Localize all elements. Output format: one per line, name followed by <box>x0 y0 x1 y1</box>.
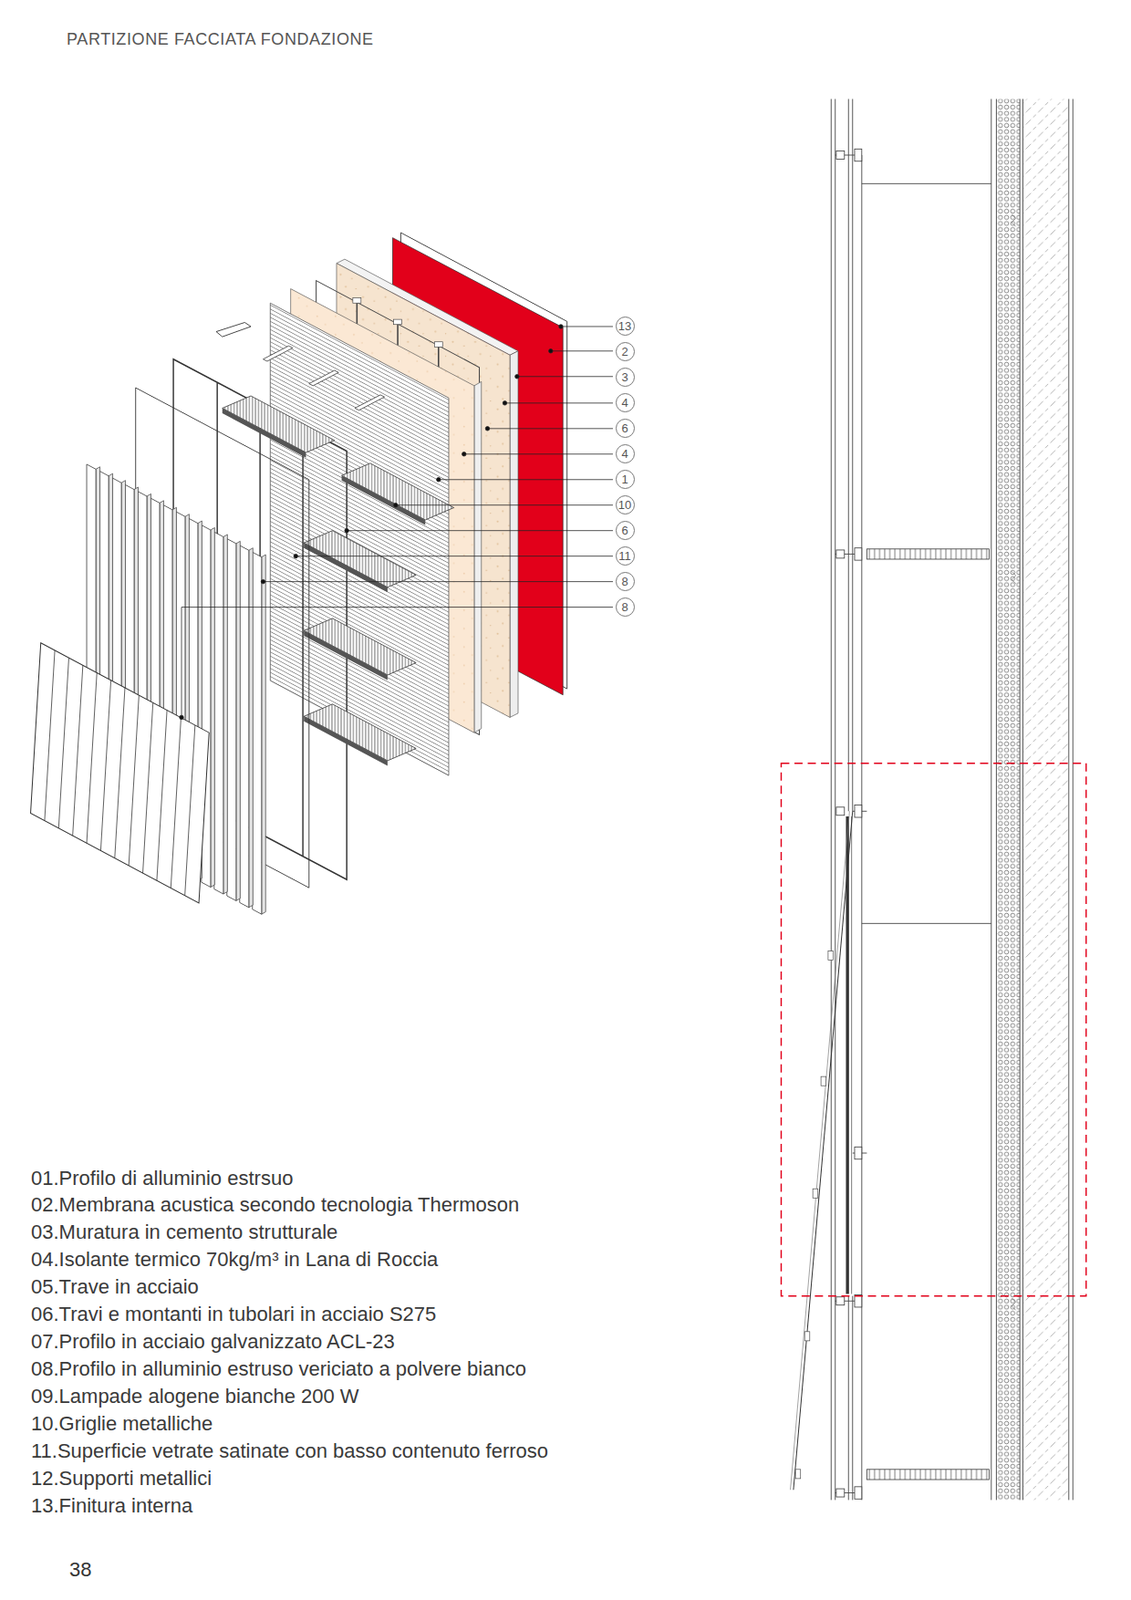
callout-number: 4 <box>615 444 635 464</box>
wall-section <box>780 99 1086 1501</box>
callout-number: 6 <box>615 418 635 438</box>
legend-item: 11.Superficie vetrate satinate con basso… <box>31 1438 549 1464</box>
legend-item: 02.Membrana acustica secondo tecnologia … <box>31 1192 519 1217</box>
legend-item: 03.Muratura in cemento strutturale <box>31 1219 338 1245</box>
legend-item: 08.Profilo in alluminio estruso vericiat… <box>31 1356 527 1381</box>
callout-number: 8 <box>615 597 635 617</box>
legend-item: 10.Griglie metalliche <box>31 1411 213 1436</box>
legend-item: 05.Trave in acciaio <box>31 1274 199 1299</box>
callout-number: 8 <box>615 571 635 592</box>
callout-number: 6 <box>615 520 635 540</box>
callout-number: 10 <box>615 495 635 515</box>
legend-item: 04.Isolante termico 70kg/m³ in Lana di R… <box>31 1246 438 1272</box>
legend-item: 12.Supporti metallici <box>31 1465 212 1491</box>
legend-item: 13.Finitura interna <box>31 1493 193 1518</box>
exploded-view <box>31 232 568 914</box>
page-title: PARTIZIONE FACCIATA FONDAZIONE <box>66 29 374 50</box>
callout-number: 3 <box>615 367 635 387</box>
callout-number: 1 <box>615 469 635 489</box>
legend-item: 09.Lampade alogene bianche 200 W <box>31 1383 360 1409</box>
callout-number: 11 <box>615 546 635 566</box>
callout-number: 13 <box>615 316 635 336</box>
leader-lines <box>179 324 613 720</box>
callout-number: 2 <box>615 342 635 362</box>
legend-item: 07.Profilo in acciaio galvanizzato ACL-2… <box>31 1328 395 1354</box>
callout-number: 4 <box>615 393 635 413</box>
legend-item: 01.Profilo di alluminio estrsuo <box>31 1165 293 1191</box>
legend-item: 06.Travi e montanti in tubolari in accia… <box>31 1301 436 1327</box>
page-number: 38 <box>69 1556 92 1582</box>
